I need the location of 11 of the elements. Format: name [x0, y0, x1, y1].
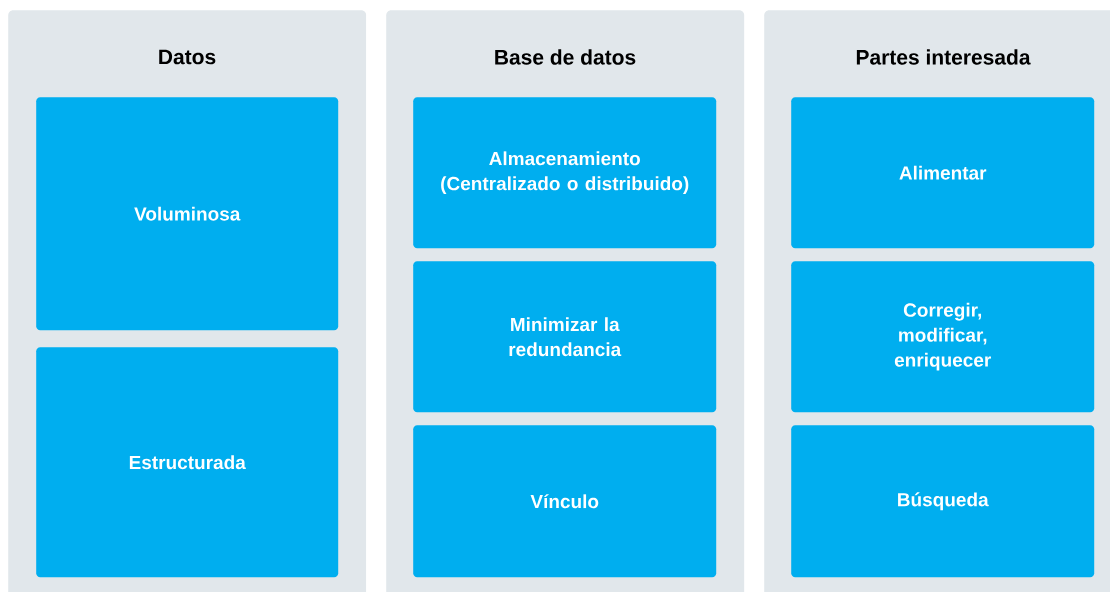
- item-box: Corregir, modificar, enriquecer: [791, 261, 1095, 413]
- item-box: Almacenamiento (Centralizado o distribuido): [413, 97, 717, 249]
- panel-heading: Partes interesada: [856, 49, 1031, 65]
- item-box: Vínculo: [413, 425, 717, 578]
- item-box: Búsqueda: [791, 425, 1095, 578]
- item-box: Estructurada: [36, 347, 339, 578]
- item-box: Minimizar la redundancia: [413, 261, 717, 413]
- panel-heading: Base de datos: [495, 49, 636, 65]
- item-box: Voluminosa: [36, 97, 339, 331]
- item-box: Alimentar: [791, 97, 1095, 249]
- panel-heading: Datos: [159, 49, 216, 65]
